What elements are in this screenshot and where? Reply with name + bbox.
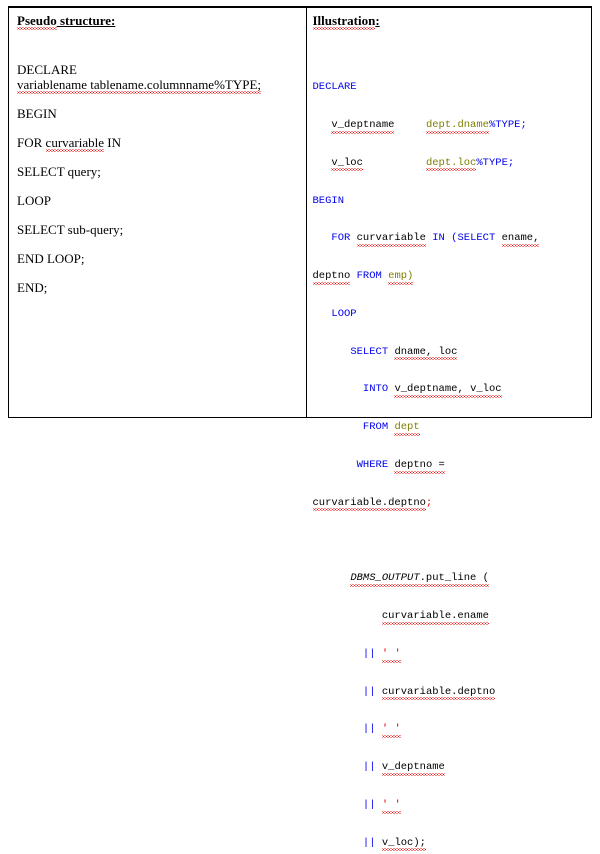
pseudo-line-declare: DECLARE <box>17 62 77 77</box>
code-line-from-dept: FROM dept <box>313 421 586 436</box>
code-line-curvariable-deptno: curvariable.deptno; <box>312 496 586 511</box>
code-line-begin: BEGIN <box>313 195 586 208</box>
pseudo-line-for: FOR curvariable IN <box>17 135 121 152</box>
operator-concat-2: || <box>362 685 376 698</box>
pseudo-line-end: END; <box>17 280 48 295</box>
identifier-ename: ename, <box>501 232 540 247</box>
code-line-concat-3: || ' ' <box>313 723 586 738</box>
table-ref-emp: emp) <box>388 270 414 285</box>
keyword-for: FOR <box>331 232 351 245</box>
keyword-declare: DECLARE <box>312 81 357 94</box>
illustration-code-block: DECLARE v_deptname dept.dname%TYPE; v_lo… <box>312 56 586 854</box>
code-line-where: WHERE deptno = <box>313 459 586 474</box>
identifier-curvariable-deptno-2: curvariable.deptno <box>381 685 496 700</box>
keyword-begin: BEGIN <box>312 194 345 207</box>
operator-concat-5: || <box>362 799 376 812</box>
code-line-concat-2: || curvariable.deptno <box>313 685 586 700</box>
code-line-loop: LOOP <box>313 308 586 321</box>
code-line-declare: DECLARE <box>313 81 586 94</box>
identifier-curvariable-deptno: curvariable.deptno <box>312 496 427 511</box>
table-ref-dept-loc: dept.loc <box>425 156 477 171</box>
spellcheck-curvariable: curvariable <box>45 135 105 152</box>
identifier-deptno-eq: deptno = <box>394 459 446 474</box>
two-column-table: Pseudo structure: DECLARE variablename t… <box>8 6 592 851</box>
keyword-where: WHERE <box>356 459 389 471</box>
identifier-v-deptname: v_deptname <box>331 118 395 134</box>
identifier-deptno: deptno <box>312 270 351 285</box>
pseudo-line-select-subquery: SELECT sub-query; <box>17 222 124 237</box>
spellcheck-variable-decl: variablename tablename.columnname%TYPE; <box>17 77 262 94</box>
code-line-v-deptname: v_deptname dept.dname%TYPE; <box>313 118 586 134</box>
identifier-put-line: .put_line ( <box>419 572 490 587</box>
pseudo-line-begin: BEGIN <box>17 106 57 121</box>
code-blank-line <box>313 535 586 548</box>
keyword-into: INTO <box>362 383 389 396</box>
identifier-into-targets: v_deptname, v_loc <box>394 383 502 398</box>
code-line-concat-6: || v_loc); <box>313 836 586 851</box>
spellcheck-word-illustration: Illustration <box>312 13 376 30</box>
punctuation-semicolon: ; <box>425 496 433 509</box>
code-line-concat-1: || ' ' <box>313 647 586 663</box>
string-literal-3: ' ' <box>381 799 401 814</box>
column-pseudo-structure: Pseudo structure: DECLARE variablename t… <box>9 8 307 417</box>
keyword-select: SELECT <box>350 345 389 358</box>
table-ref-dept: dept <box>394 421 420 436</box>
column-heading-illustration: Illustration: <box>312 13 586 30</box>
keyword-from-2: FROM <box>362 421 389 434</box>
code-line-concat-5: || ' ' <box>313 799 586 814</box>
identifier-curvariable: curvariable <box>356 232 427 247</box>
string-literal-1: ' ' <box>381 647 401 663</box>
pseudo-line-end-loop: END LOOP; <box>17 251 85 266</box>
code-line-select-dname-loc: SELECT dname, loc <box>313 345 586 360</box>
code-line-v-loc: v_loc dept.loc%TYPE; <box>313 156 586 171</box>
identifier-v-loc: v_loc <box>331 156 363 171</box>
identifier-v-loc-close: v_loc); <box>381 836 427 851</box>
identifier-v-deptname-2: v_deptname <box>381 761 445 776</box>
operator-concat-1: || <box>362 647 376 660</box>
column-heading-illustration-rest: : <box>375 13 380 28</box>
operator-concat-3: || <box>362 723 376 736</box>
code-line-dbms-output: DBMS_OUTPUT.put_line ( <box>313 572 586 587</box>
pseudo-line-variable-decl: variablename tablename.columnname%TYPE; <box>17 77 298 94</box>
pseudo-line-select-query: SELECT query; <box>17 164 101 179</box>
column-heading-pseudo-structure: Pseudo structure: <box>17 13 298 30</box>
spellcheck-word-pseudo: Pseudo <box>17 13 57 30</box>
identifier-dbms-output: DBMS_OUTPUT <box>350 572 420 587</box>
keyword-pct-type-2: %TYPE; <box>476 156 515 169</box>
code-line-curvariable-ename: curvariable.ename <box>313 610 586 625</box>
operator-concat-4: || <box>362 761 376 774</box>
keyword-from: FROM <box>356 270 382 283</box>
column-heading-pseudo-rest: structure: <box>56 13 116 28</box>
code-line-deptno-from-emp: deptno FROM emp) <box>312 270 586 285</box>
pseudo-structure-body: DECLARE variablename tablename.columnnam… <box>17 62 298 295</box>
code-line-concat-4: || v_deptname <box>313 761 586 776</box>
keyword-paren-select: (SELECT <box>451 232 496 245</box>
code-line-for: FOR curvariable IN (SELECT ename, <box>313 232 586 247</box>
keyword-in: IN <box>432 232 445 245</box>
column-illustration: Illustration: DECLARE v_deptname dept.dn… <box>307 8 592 851</box>
identifier-curvariable-ename: curvariable.ename <box>381 610 490 625</box>
string-literal-2: ' ' <box>381 723 401 738</box>
table-ref-dept-dname: dept.dname <box>425 118 489 134</box>
identifier-dname-loc: dname, loc <box>394 345 458 360</box>
code-line-into: INTO v_deptname, v_loc <box>313 383 586 398</box>
operator-concat-6: || <box>362 836 376 849</box>
pseudo-line-loop: LOOP <box>17 193 51 208</box>
keyword-loop: LOOP <box>331 307 357 320</box>
keyword-pct-type: %TYPE; <box>488 118 527 131</box>
